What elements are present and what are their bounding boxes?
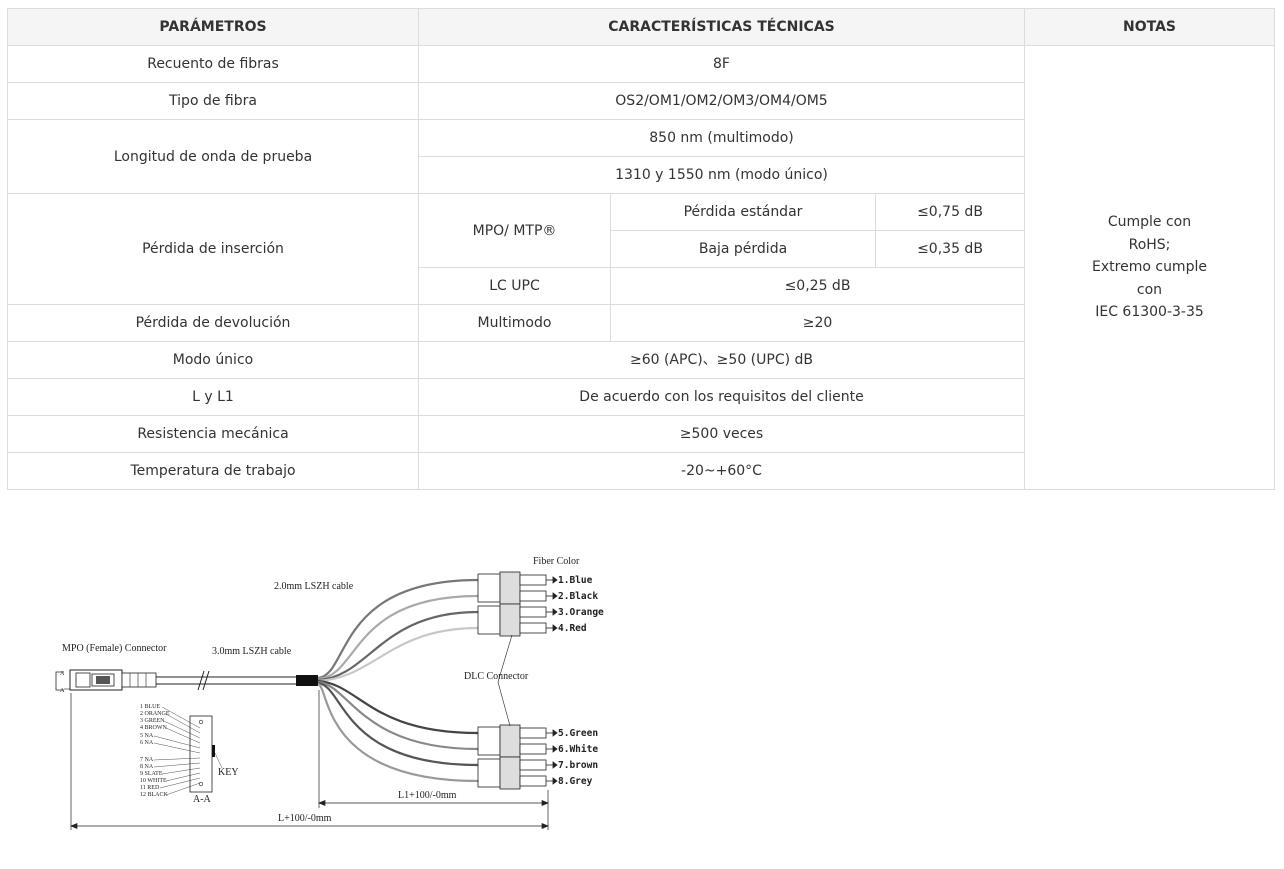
param-fiber-type: Tipo de fibra xyxy=(7,82,419,120)
table-row: Temperatura de trabajo -20~+60°C xyxy=(7,452,1275,490)
table-row: Baja pérdida ≤0,35 dB xyxy=(8,230,1275,268)
header-parameters: PARÁMETROS xyxy=(7,8,419,46)
insertion-standard-value: ≤0,75 dB xyxy=(875,193,1025,231)
return-multimode-value: ≥20 xyxy=(610,304,1025,342)
table-row: 1310 y 1550 nm (modo único) xyxy=(8,156,1275,194)
pin-label-3: 3 GREEN xyxy=(140,718,165,724)
fiber-color-title: Fiber Color xyxy=(533,556,580,567)
insertion-lc-label: LC UPC xyxy=(418,267,611,305)
insertion-mpo-label: MPO/ MTP® xyxy=(418,193,611,268)
table-row: Tipo de fibra OS2/OM1/OM2/OM3/OM4/OM5 xyxy=(7,82,1275,120)
fiber-color-3: 3.Orange xyxy=(558,607,604,618)
value-fiber-count: 8F xyxy=(418,45,1025,83)
fiber-color-8: 8.Grey xyxy=(558,776,593,787)
pin-label-6: 6 NA xyxy=(140,740,154,746)
header-technical: CARACTERÍSTICAS TÉCNICAS xyxy=(418,8,1025,46)
pin-label-5: 5 NA xyxy=(140,733,154,739)
dlc-connector-label: DLC Connector xyxy=(464,671,529,682)
pin-label-1: 1 BLUE xyxy=(140,704,161,710)
param-insertion-loss: Pérdida de inserción xyxy=(7,193,419,305)
section-marker-bottom: A xyxy=(60,688,65,694)
table-row: Pérdida de inserción MPO/ MTP® Pérdida e… xyxy=(7,193,1275,305)
value-l-l1: De acuerdo con los requisitos del client… xyxy=(418,378,1025,416)
dlc-leader-lines xyxy=(497,634,513,727)
param-test-wavelength: Longitud de onda de prueba xyxy=(7,119,419,194)
insertion-low-label: Baja pérdida xyxy=(610,230,876,268)
cable-2mm-label: 2.0mm LSZH cable xyxy=(274,581,354,592)
header-notes: NOTAS xyxy=(1024,8,1275,46)
param-working-temp: Temperatura de trabajo xyxy=(7,452,419,490)
pin-label-7: 7 NA xyxy=(140,757,154,763)
value-fiber-type: OS2/OM1/OM2/OM3/OM4/OM5 xyxy=(418,82,1025,120)
cable-3mm-label: 3.0mm LSZH cable xyxy=(212,646,292,657)
value-mech-strength: ≥500 veces xyxy=(418,415,1025,453)
table-row: L y L1 De acuerdo con los requisitos del… xyxy=(7,378,1275,416)
value-working-temp: -20~+60°C xyxy=(418,452,1025,490)
notes-cell: Cumple con RoHS; Extremo cumple con IEC … xyxy=(1024,45,1275,490)
mpo-connector: A A xyxy=(55,669,157,694)
fiber-color-6: 6.White xyxy=(558,744,598,755)
pin-label-4: 4 BROWN xyxy=(140,725,168,731)
pin-label-2: 2 ORANGE xyxy=(140,711,170,717)
pin-label-10: 10 WHITE xyxy=(140,778,167,784)
value-wavelength-singlemode: 1310 y 1550 nm (modo único) xyxy=(418,156,1025,194)
notes-line: RoHS; xyxy=(1128,236,1171,253)
param-single-mode: Modo único xyxy=(7,341,419,379)
key-label: KEY xyxy=(218,767,239,778)
dim-l1-label: L1+100/-0mm xyxy=(398,790,457,801)
insertion-lc-value: ≤0,25 dB xyxy=(610,267,1025,305)
pin-label-9: 9 SLATE xyxy=(140,771,163,777)
dimension-lines xyxy=(70,690,549,830)
param-return-loss: Pérdida de devolución xyxy=(7,304,419,342)
param-l-l1: L y L1 xyxy=(7,378,419,416)
insertion-standard-label: Pérdida estándar xyxy=(610,193,876,231)
table-row: Pérdida de devolución Multimodo ≥20 xyxy=(7,304,1275,342)
table-header-row: PARÁMETROS CARACTERÍSTICAS TÉCNICAS NOTA… xyxy=(7,8,1275,46)
main-cable xyxy=(156,670,318,691)
notes-line: con xyxy=(1136,281,1163,298)
mpo-connector-label: MPO (Female) Connector xyxy=(62,643,167,654)
fiber-color-7: 7.brown xyxy=(558,760,598,771)
pin-label-12: 12 BLACK xyxy=(140,792,169,798)
value-single-mode: ≥60 (APC)、≥50 (UPC) dB xyxy=(418,341,1025,379)
value-wavelength-multimode: 850 nm (multimodo) xyxy=(418,119,1025,157)
fiber-color-4: 4.Red xyxy=(558,623,587,634)
table-row: Modo único ≥60 (APC)、≥50 (UPC) dB xyxy=(7,341,1275,379)
spec-table: PARÁMETROS CARACTERÍSTICAS TÉCNICAS NOTA… xyxy=(7,8,1275,490)
fiber-arrows xyxy=(546,576,558,785)
insertion-low-value: ≤0,35 dB xyxy=(875,230,1025,268)
table-row: LC UPC ≤0,25 dB xyxy=(8,267,1275,305)
param-fiber-count: Recuento de fibras xyxy=(7,45,419,83)
section-label: A-A xyxy=(193,794,212,805)
dim-l-label: L+100/-0mm xyxy=(278,813,332,824)
fiber-color-5: 5.Green xyxy=(558,728,598,739)
pin-label-11: 11 RED xyxy=(140,785,160,791)
notes-line: IEC 61300-3-35 xyxy=(1095,304,1204,321)
fiber-color-2: 2.Black xyxy=(558,591,598,602)
notes-line: Cumple con xyxy=(1107,214,1192,231)
table-row: Resistencia mecánica ≥500 veces xyxy=(7,415,1275,453)
breakout-fibers xyxy=(317,578,479,783)
fiber-color-1: 1.Blue xyxy=(558,575,593,586)
dlc-connectors xyxy=(477,571,547,790)
param-mech-strength: Resistencia mecánica xyxy=(7,415,419,453)
return-multimode-label: Multimodo xyxy=(418,304,611,342)
notes-line: Extremo cumple xyxy=(1092,259,1207,276)
section-view xyxy=(153,706,223,796)
table-row: Recuento de fibras 8F Cumple con RoHS; E… xyxy=(7,45,1275,490)
pin-label-8: 8 NA xyxy=(140,764,154,770)
section-marker-top: A xyxy=(60,671,65,677)
